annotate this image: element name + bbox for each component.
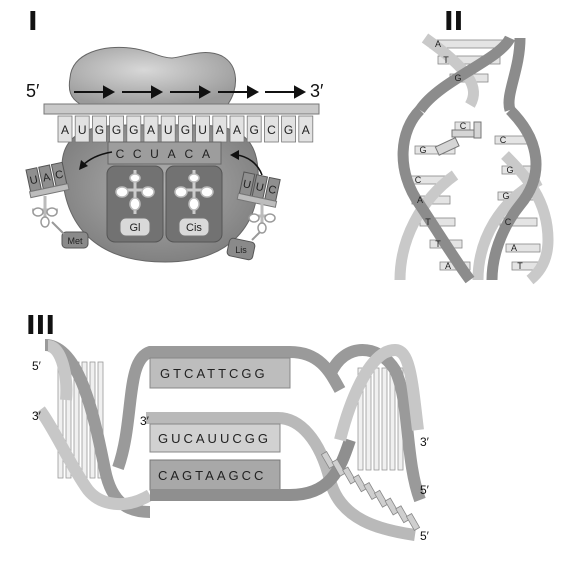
mrna-base-letter: U [78, 123, 87, 137]
rna-tail-base [343, 467, 356, 484]
panel-3-transcription: III 5′ 3′ GTCATTCGG GUCAUUCGG 3′ CAGTAAG… [26, 311, 430, 543]
rna-tail-base [353, 475, 366, 492]
label-5-prime-right-b: 5′ [420, 529, 430, 543]
label-3-prime-left: 3′ [32, 409, 42, 423]
bound-anticodons: CCUACA [108, 142, 221, 164]
helix-rung [382, 368, 387, 470]
dna-base-pairs [410, 40, 540, 270]
mrna-base-letter: G [112, 123, 121, 137]
anticodon-letter: A [168, 147, 176, 161]
anticodon-letter: C [116, 147, 125, 161]
base-letter: C [500, 135, 507, 145]
base-letter: T [425, 217, 431, 227]
anticodon-letter: C [184, 147, 193, 161]
mrna-base-letter: G [181, 123, 190, 137]
base-letter: A [511, 243, 517, 253]
base-letter: A [417, 195, 423, 205]
sequence-rna: GUCAUUCGG [158, 431, 271, 446]
base-letter: C [505, 217, 512, 227]
mrna-codons: AUGGGAUGUAAGCGA [58, 116, 313, 142]
mrna-base-letter: G [284, 123, 293, 137]
mrna-base-letter: C [267, 123, 276, 137]
sequence-bottom: CAGTAAGCC [158, 468, 266, 483]
anticodon-letter: A [202, 147, 210, 161]
base-letter: G [419, 145, 426, 155]
mrna-base-letter: A [302, 123, 310, 137]
rna-tail-base [375, 490, 388, 507]
panel-label-3: III [26, 311, 55, 341]
free-nucleotide [474, 122, 481, 138]
mrna-strand [44, 104, 319, 114]
label-5-prime-top-left: 5′ [32, 359, 42, 373]
base-letter: A [445, 261, 451, 271]
sequence-top: GTCATTCGG [160, 366, 268, 381]
rna-tail-base [385, 498, 398, 515]
cis-label: Cis [186, 222, 202, 234]
rna-tail-base [364, 483, 377, 500]
trna-cis: Cis [166, 166, 222, 242]
anticodon-letter: U [150, 147, 159, 161]
base-letter: T [435, 239, 441, 249]
mrna-base-letter: A [61, 123, 69, 137]
gl-label: Gl [130, 222, 141, 234]
mrna-base-letter: A [216, 123, 224, 137]
label-5-prime-right-a: 5′ [420, 483, 430, 497]
base-letter: G [454, 73, 461, 83]
mrna-base-letter: G [95, 123, 104, 137]
helix-rung [374, 368, 379, 470]
base-letter: G [506, 165, 513, 175]
mrna-base-letter: G [129, 123, 138, 137]
right-helix [330, 350, 420, 500]
five-prime-label: 5′ [26, 81, 40, 101]
label-3-prime-mid: 3′ [140, 414, 150, 428]
panel-label-1: I [28, 7, 38, 37]
mrna-base-letter: U [198, 123, 207, 137]
rna-tail-base [406, 514, 419, 531]
mrna-base-letter: A [147, 123, 155, 137]
three-prime-label: 3′ [310, 81, 324, 101]
anticodon-letter: C [133, 147, 142, 161]
panel-label-2: II [444, 7, 463, 37]
base-letter: A [435, 39, 441, 49]
base-letter: G [502, 191, 509, 201]
base-letter: C [415, 175, 422, 185]
mrna-base-letter: G [250, 123, 259, 137]
base-letter: T [443, 55, 449, 65]
label-3-prime-right: 3′ [420, 435, 430, 449]
base-letter: T [517, 261, 523, 271]
trna-gl: Gl [107, 166, 163, 242]
mrna-base-letter: A [233, 123, 241, 137]
mrna-base-letter: U [164, 123, 173, 137]
rna-tail-base [396, 506, 409, 523]
base-letter: C [460, 121, 467, 131]
met-label: Met [67, 236, 83, 246]
lis-label: Lis [235, 245, 247, 255]
